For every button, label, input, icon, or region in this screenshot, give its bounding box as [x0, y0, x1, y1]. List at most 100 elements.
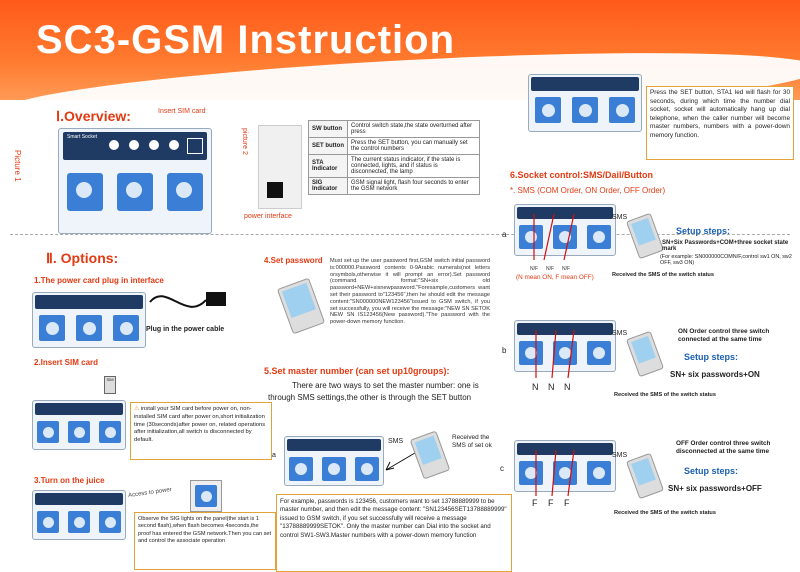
step2-note-text: install your SIM card before power on, n…	[134, 406, 266, 444]
sim-card-icon: SIM	[104, 376, 116, 394]
set-button-note: Press the SET button, STA1 led will flas…	[646, 86, 794, 160]
master-socket	[284, 436, 384, 486]
outlet	[322, 457, 346, 481]
sw-button-3[interactable]	[149, 140, 159, 150]
options-heading: Ⅱ. Options:	[46, 250, 119, 266]
socket-panel	[287, 439, 381, 451]
warning-icon: ⚠	[134, 406, 141, 412]
phone-icon	[276, 277, 326, 335]
control-b-received: Received the SMS of the switch status	[614, 392, 716, 398]
outlet	[37, 511, 59, 533]
outlet	[289, 457, 313, 481]
outlet	[39, 315, 65, 341]
socket-panel	[517, 207, 613, 219]
socket-panel	[531, 77, 639, 91]
master-intro: There are two ways to set the master num…	[268, 381, 479, 402]
step2-title: 2.Insert SIM card	[34, 358, 99, 367]
overview-heading: Ⅰ.Overview:	[56, 108, 131, 124]
mark-meaning: (N mean ON, F mean OFF)	[516, 274, 594, 281]
master-received: Received the SMS of set ok	[452, 434, 492, 449]
outlet	[553, 341, 577, 365]
outlet	[68, 511, 90, 533]
master-a-label: a	[272, 452, 276, 459]
step2-socket	[32, 400, 126, 450]
control-c-title: OFF Order control three switch disconnec…	[676, 440, 771, 455]
control-c-setup: Setup steps:	[684, 466, 739, 476]
mark-c-3: F	[564, 498, 570, 508]
outlet	[535, 97, 561, 123]
power-interface-port	[267, 182, 283, 198]
control-c-socket	[514, 440, 616, 492]
socket-panel: Smart Socket	[63, 132, 207, 160]
sw-button-1[interactable]	[109, 140, 119, 150]
indicator-key: SET button	[308, 137, 348, 155]
socket-control-title: 6.Socket control:SMS/Dail/Button	[510, 170, 654, 180]
outlet-2	[117, 173, 153, 211]
outlet	[553, 461, 577, 485]
plug-caption: Plug in the power cable	[146, 326, 225, 333]
indicator-key: SIG Indicator	[308, 177, 348, 195]
mark-a-1: N/F	[530, 266, 539, 272]
mark-b-3: N	[564, 382, 571, 392]
outlet	[519, 461, 543, 485]
control-b-label: b	[502, 346, 507, 355]
control-a-label: a	[502, 230, 507, 239]
outlet	[355, 457, 379, 481]
page-title: SC3-GSM Instruction	[36, 18, 456, 62]
mark-b-2: N	[548, 382, 555, 392]
mark-c-2: F	[548, 498, 554, 508]
control-a-setup: Setup steps:	[676, 226, 731, 236]
control-a-received: Received the SMS of the switch status	[612, 272, 714, 278]
control-a-example: (For example: SN000000COMN/F,control sw1…	[660, 254, 792, 266]
control-b-title: ON Order control three switch connected …	[678, 328, 770, 343]
overview-socket: Smart Socket	[58, 128, 212, 234]
control-b-sms: SMS	[612, 330, 628, 337]
mark-a-3: N/F	[562, 266, 571, 272]
indicator-key: SW button	[308, 120, 348, 138]
step3-note: Observe the SIG lights on the panel(the …	[134, 512, 276, 570]
outlet	[587, 461, 611, 485]
step3-title: 3.Turn on the juice	[34, 476, 105, 485]
set-button[interactable]	[169, 140, 179, 150]
power-interface-label: power interface	[244, 213, 292, 220]
outlet	[587, 341, 611, 365]
step3-socket	[32, 490, 126, 540]
outlet-1	[67, 173, 103, 211]
outlet	[37, 421, 59, 443]
sw-button-2[interactable]	[129, 140, 139, 150]
indicator-desc: Press the SET button, you can manually s…	[347, 137, 480, 155]
sim-slot	[187, 138, 203, 154]
outlet	[519, 341, 543, 365]
indicator-desc: GSM signal light, flash four seconds to …	[347, 177, 480, 195]
phone-icon	[625, 330, 665, 378]
phone-icon	[625, 212, 665, 260]
socket-panel	[517, 323, 613, 335]
outlet	[609, 97, 635, 123]
title-banner: SC3-GSM Instruction	[0, 0, 800, 100]
picture1-label: Picture 1	[13, 150, 22, 182]
control-a-socket	[514, 204, 616, 256]
set-password-text: Must set up the user password first,GSM …	[330, 258, 490, 326]
access-label: Access to power	[127, 486, 173, 500]
master-example: For example, passwords is 123456, custom…	[276, 494, 512, 572]
control-c-formula: SN+ six passwords+OFF	[668, 484, 762, 493]
control-a-formula: SN+Six Passwords+COM+three socket state …	[662, 240, 789, 252]
outlet	[113, 315, 139, 341]
step1-title: 1.The power card plug in interface	[34, 276, 164, 285]
brand-label: Smart Socket	[67, 134, 98, 140]
control-c-arrows	[535, 450, 575, 497]
mark-c-1: F	[532, 498, 538, 508]
indicator-key: STA Indicator	[308, 154, 348, 178]
control-a-sms: SMS	[612, 214, 628, 221]
outlet	[68, 421, 90, 443]
outlet	[99, 421, 121, 443]
control-b-socket	[514, 320, 616, 372]
indicator-desc: The current status indicator, if the sta…	[347, 154, 480, 178]
outlet	[572, 97, 598, 123]
section-divider	[10, 234, 790, 235]
picture2-label: picture 2	[241, 128, 248, 155]
